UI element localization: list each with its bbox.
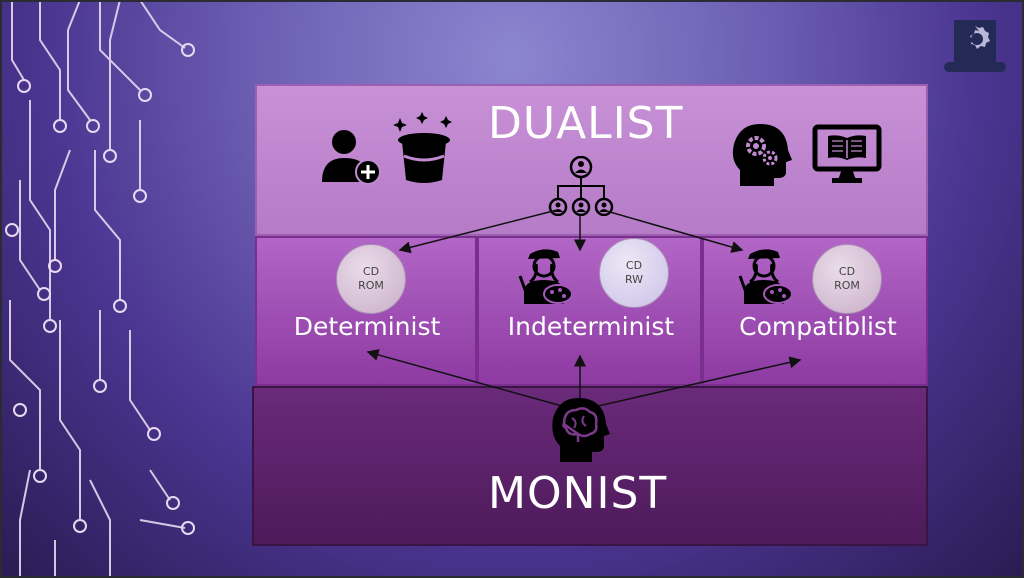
indeterminist-label: Indeterminist: [507, 312, 675, 341]
disc-text-line1: CD: [838, 265, 856, 278]
disc-text-line2: RW: [624, 273, 644, 286]
add-user-icon: [322, 130, 381, 185]
compatiblist-label: Compatiblist: [739, 312, 897, 341]
head-gears-icon: [732, 124, 792, 186]
indeterminist-column: [477, 236, 702, 386]
cd-rw-disc: CD RW: [599, 238, 669, 308]
disc-text-line2: ROM: [358, 279, 384, 292]
cd-rom-disc: CD ROM: [336, 244, 406, 314]
magic-hat-icon: [393, 112, 452, 183]
disc-text-line1: CD: [625, 259, 643, 272]
disc-text-line2: ROM: [834, 279, 860, 292]
artist-icon: [738, 249, 793, 304]
circuit-decoration: [5, 0, 195, 578]
disc-text-line1: CD: [362, 265, 380, 278]
logo-hat-gear-icon: [944, 20, 1006, 72]
hierarchy-icon: [548, 156, 614, 216]
artist-icon: [518, 249, 573, 304]
brain-head-icon: [552, 398, 610, 462]
cd-rom-disc: CD ROM: [812, 244, 882, 314]
monist-label: MONIST: [488, 468, 668, 519]
dualist-label: DUALIST: [488, 98, 684, 149]
monitor-book-icon: [812, 124, 882, 183]
determinist-label: Determinist: [293, 312, 441, 341]
